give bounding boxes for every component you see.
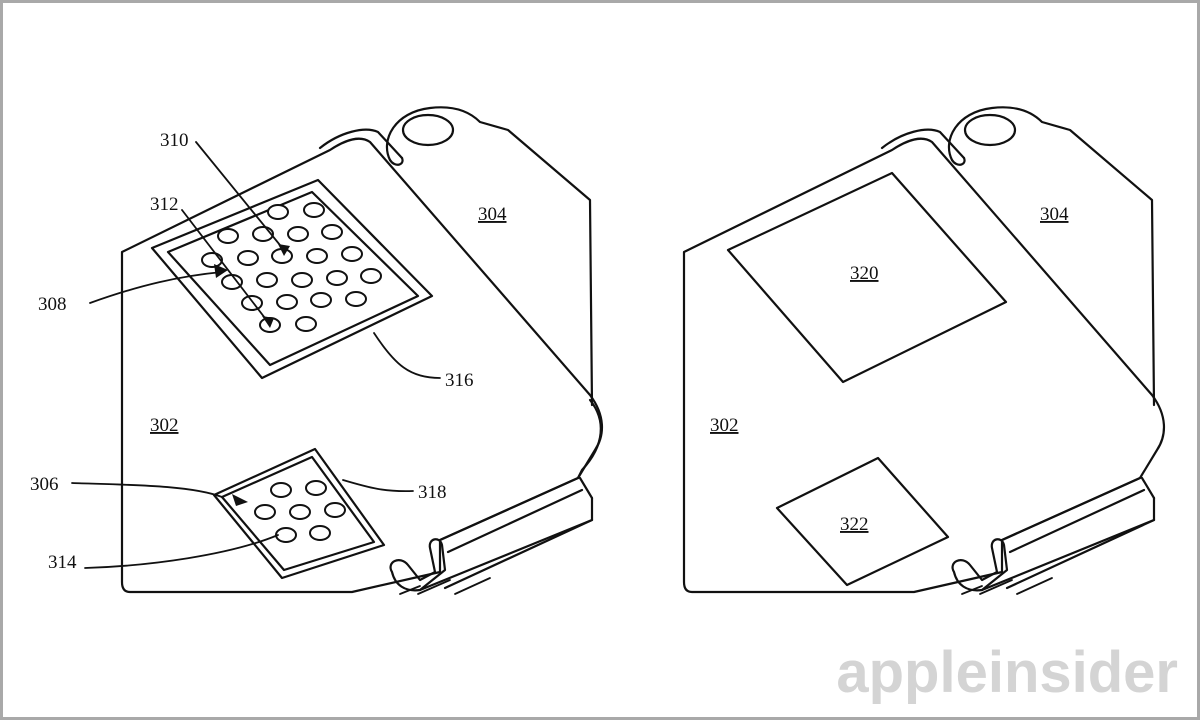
label-302-left: 302 (150, 415, 179, 436)
rail-1 (438, 476, 580, 542)
label-302-right: 302 (710, 415, 739, 436)
frame-316 (150, 178, 434, 380)
rail-end (578, 476, 594, 500)
chassis-top-ridge (318, 128, 404, 160)
small-contact-grid (254, 480, 346, 543)
rail-2-right (1008, 488, 1146, 554)
rail-4-right (1005, 518, 1156, 590)
rail-1-right (1000, 476, 1142, 542)
rail-4 (443, 518, 594, 590)
rail-end-right (1140, 476, 1156, 500)
clip-right (951, 538, 1009, 592)
leader-310 (195, 141, 285, 251)
mounting-hole-right (963, 113, 1017, 147)
label-322: 322 (840, 514, 869, 535)
bracket-hook-right (950, 156, 966, 166)
label-320: 320 (850, 263, 879, 284)
rail-2 (446, 488, 584, 554)
rail-3 (418, 496, 594, 592)
chassis-right-edge (576, 398, 602, 480)
connector-308 (166, 190, 420, 367)
leader-318 (342, 479, 414, 493)
label-304-right: 304 (1040, 204, 1069, 225)
label-318: 318 (418, 482, 447, 503)
right-view: 320 322 302 304 (682, 106, 1165, 595)
label-312: 312 (150, 194, 179, 215)
clip (389, 538, 447, 592)
bracket-hook (388, 156, 404, 166)
pad-320 (726, 171, 1008, 384)
chassis-outline-right (682, 137, 1165, 594)
chassis-top-ridge-right (880, 128, 966, 160)
bracket-outline-right (947, 106, 1156, 407)
leader-314 (84, 534, 279, 569)
bracket-outline (385, 106, 594, 407)
label-308: 308 (38, 294, 67, 315)
connector-306 (220, 455, 376, 572)
mounting-hole (401, 113, 455, 147)
label-310: 310 (160, 130, 189, 151)
label-306: 306 (30, 474, 59, 495)
label-304-left: 304 (478, 204, 507, 225)
leader-312 (181, 209, 269, 323)
label-314: 314 (48, 552, 77, 573)
rail-3-right (980, 496, 1156, 592)
leader-306 (71, 482, 223, 498)
label-316: 316 (445, 370, 474, 391)
leader-308 (89, 271, 223, 304)
pad-322 (775, 456, 950, 587)
frame-318 (212, 447, 386, 580)
left-view: 310 312 308 316 302 304 306 318 314 (30, 106, 603, 595)
leader-316 (373, 332, 441, 379)
appleinsider-watermark: appleinsider (836, 640, 1178, 705)
large-contact-grid (201, 202, 382, 333)
